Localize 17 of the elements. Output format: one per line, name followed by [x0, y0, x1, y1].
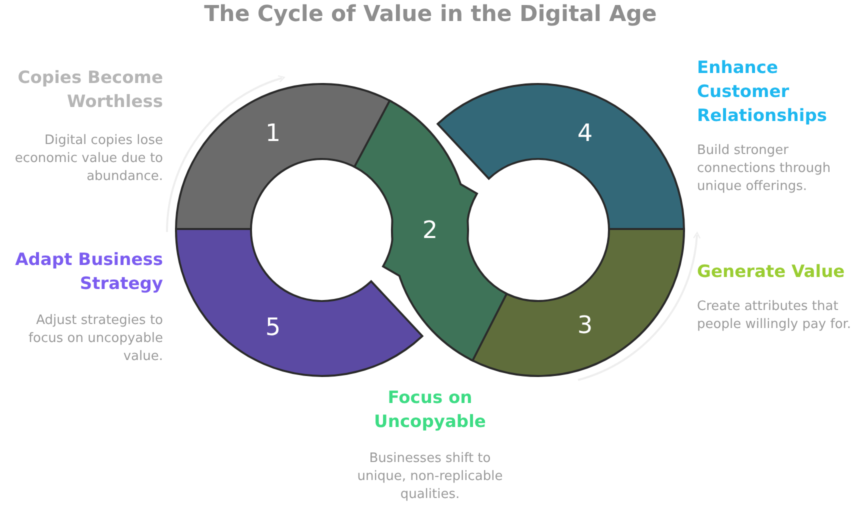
step-number: 2 [422, 216, 438, 244]
step-heading: Enhance Customer Relationships [697, 57, 828, 128]
step-number: 5 [265, 313, 281, 341]
step-number: 4 [577, 119, 593, 147]
step-number: 1 [265, 119, 281, 147]
step-description: Create attributes that people willingly pay for. [697, 298, 852, 334]
step-description: Digital copies lose economic value due to abundance. [14, 132, 163, 186]
step-heading: Generate Value [697, 261, 846, 284]
step-description: Build stronger connections through unique offerings. [697, 142, 832, 196]
title: The Cycle of Value in the Digital Age [203, 2, 658, 27]
step-number: 3 [577, 311, 593, 339]
step-heading: Focus on Uncopyable [373, 387, 487, 434]
step-heading: Copies Become Worthless [16, 67, 163, 114]
step-heading: Adapt Business Strategy [14, 249, 163, 296]
step-description: Adjust strategies to focus on uncopyable value. [27, 312, 163, 366]
step-description: Businesses shift to unique, non-replicable qualities. [356, 450, 504, 504]
ring-segment [354, 100, 508, 362]
